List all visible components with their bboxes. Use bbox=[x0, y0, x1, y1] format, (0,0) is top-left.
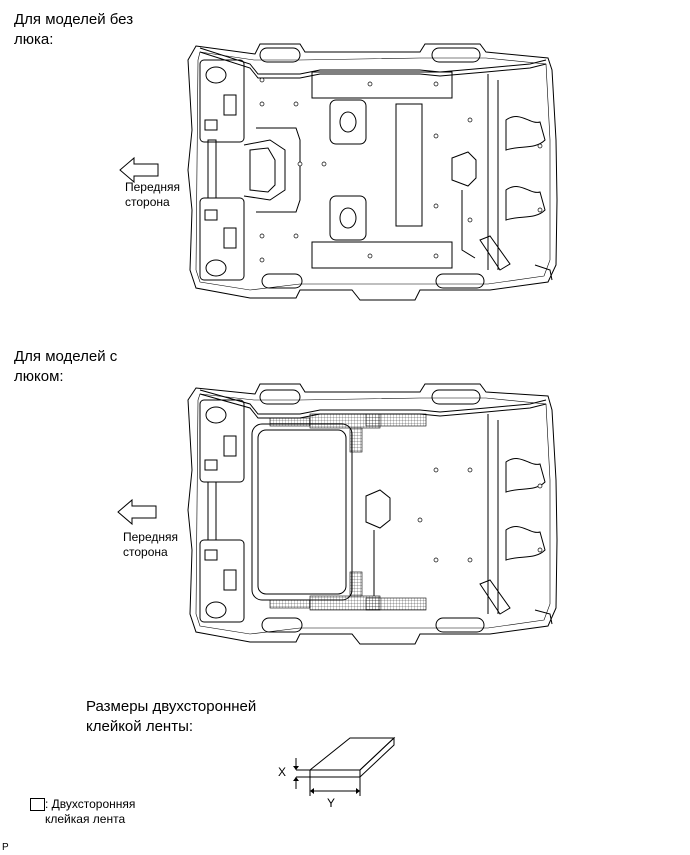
legend-text: : Двухсторонняя клейкая лента bbox=[45, 797, 136, 826]
headliner-no-sunroof bbox=[187, 43, 558, 301]
front-label-bottom: Передняя сторона bbox=[123, 530, 179, 559]
title-sunroof: Для моделей с люком: bbox=[14, 348, 118, 385]
front-arrow-icon bbox=[119, 156, 159, 184]
legend-swatch bbox=[30, 798, 45, 811]
y-dimension-label: Y bbox=[327, 796, 336, 810]
headliner-sunroof bbox=[187, 383, 558, 645]
front-label-top: Передняя сторона bbox=[125, 180, 181, 209]
title-no-sunroof: Для моделей без люка: bbox=[14, 11, 134, 48]
x-dimension-label: X bbox=[278, 765, 287, 779]
tape-dimensions-title: Размеры двухсторонней клейкой ленты: bbox=[86, 698, 257, 735]
corner-mark: P bbox=[2, 842, 9, 853]
front-arrow-icon bbox=[117, 498, 157, 526]
tape-dimension-illustration bbox=[293, 736, 396, 796]
